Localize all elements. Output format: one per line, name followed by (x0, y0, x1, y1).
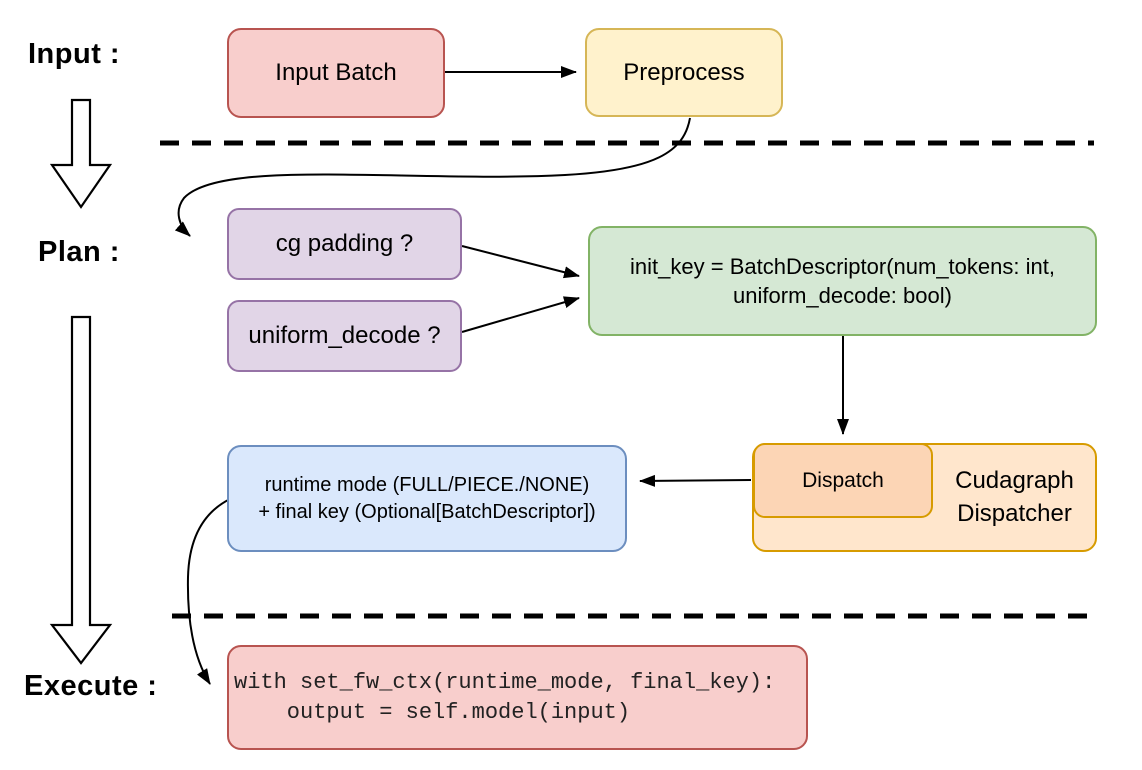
section-label-execute: Execute : (24, 670, 158, 702)
node-dispatch-label: Dispatch (802, 468, 884, 492)
node-runtime-mode-line1: runtime mode (FULL/PIECE./NONE) (264, 474, 590, 497)
block-arrow-input-to-plan (49, 98, 113, 209)
node-input-batch: Input Batch (227, 28, 445, 118)
node-execute-code-line1: with set_fw_ctx(runtime_mode, final_key)… (234, 670, 776, 696)
node-preprocess-label: Preprocess (623, 58, 745, 86)
node-init-key-line2: uniform_decode: bool) (733, 283, 952, 308)
node-execute-code-line2: output = self.model(input) (234, 699, 631, 725)
arrow-cg-padding-to-init-key (461, 245, 580, 279)
node-cg-padding: cg padding ? (227, 208, 462, 280)
node-runtime-mode-line2: + final key (Optional[BatchDescriptor]) (258, 500, 596, 523)
node-cg-padding-label: cg padding ? (275, 230, 414, 258)
node-input-batch-label: Input Batch (275, 59, 397, 87)
node-dispatch: Dispatch (753, 443, 933, 518)
arrow-runtime-mode-to-execute-code (186, 498, 231, 685)
node-init-key-line1: init_key = BatchDescriptor(num_tokens: i… (630, 253, 1055, 279)
node-cudagraph-dispatcher-line2: Dispatcher (957, 499, 1072, 527)
node-cudagraph-dispatcher-line1: Cudagraph (955, 467, 1074, 495)
node-preprocess: Preprocess (585, 28, 783, 117)
section-label-input: Input : (28, 38, 121, 70)
node-cudagraph-dispatcher-text: Cudagraph Dispatcher (934, 445, 1095, 550)
arrow-dispatch-to-runtime-mode (639, 474, 752, 487)
node-uniform-decode: uniform_decode ? (227, 300, 462, 372)
block-arrow-plan-to-execute (49, 315, 113, 665)
node-execute-code: with set_fw_ctx(runtime_mode, final_key)… (227, 645, 808, 750)
arrow-preprocess-to-cg-padding (174, 117, 691, 237)
section-label-plan: Plan : (38, 236, 120, 268)
node-uniform-decode-label: uniform_decode ? (248, 322, 441, 350)
arrow-uniform-decode-to-init-key (461, 296, 580, 333)
node-init-key: init_key = BatchDescriptor(num_tokens: i… (588, 226, 1097, 336)
node-runtime-mode: runtime mode (FULL/PIECE./NONE) + final … (227, 445, 627, 552)
